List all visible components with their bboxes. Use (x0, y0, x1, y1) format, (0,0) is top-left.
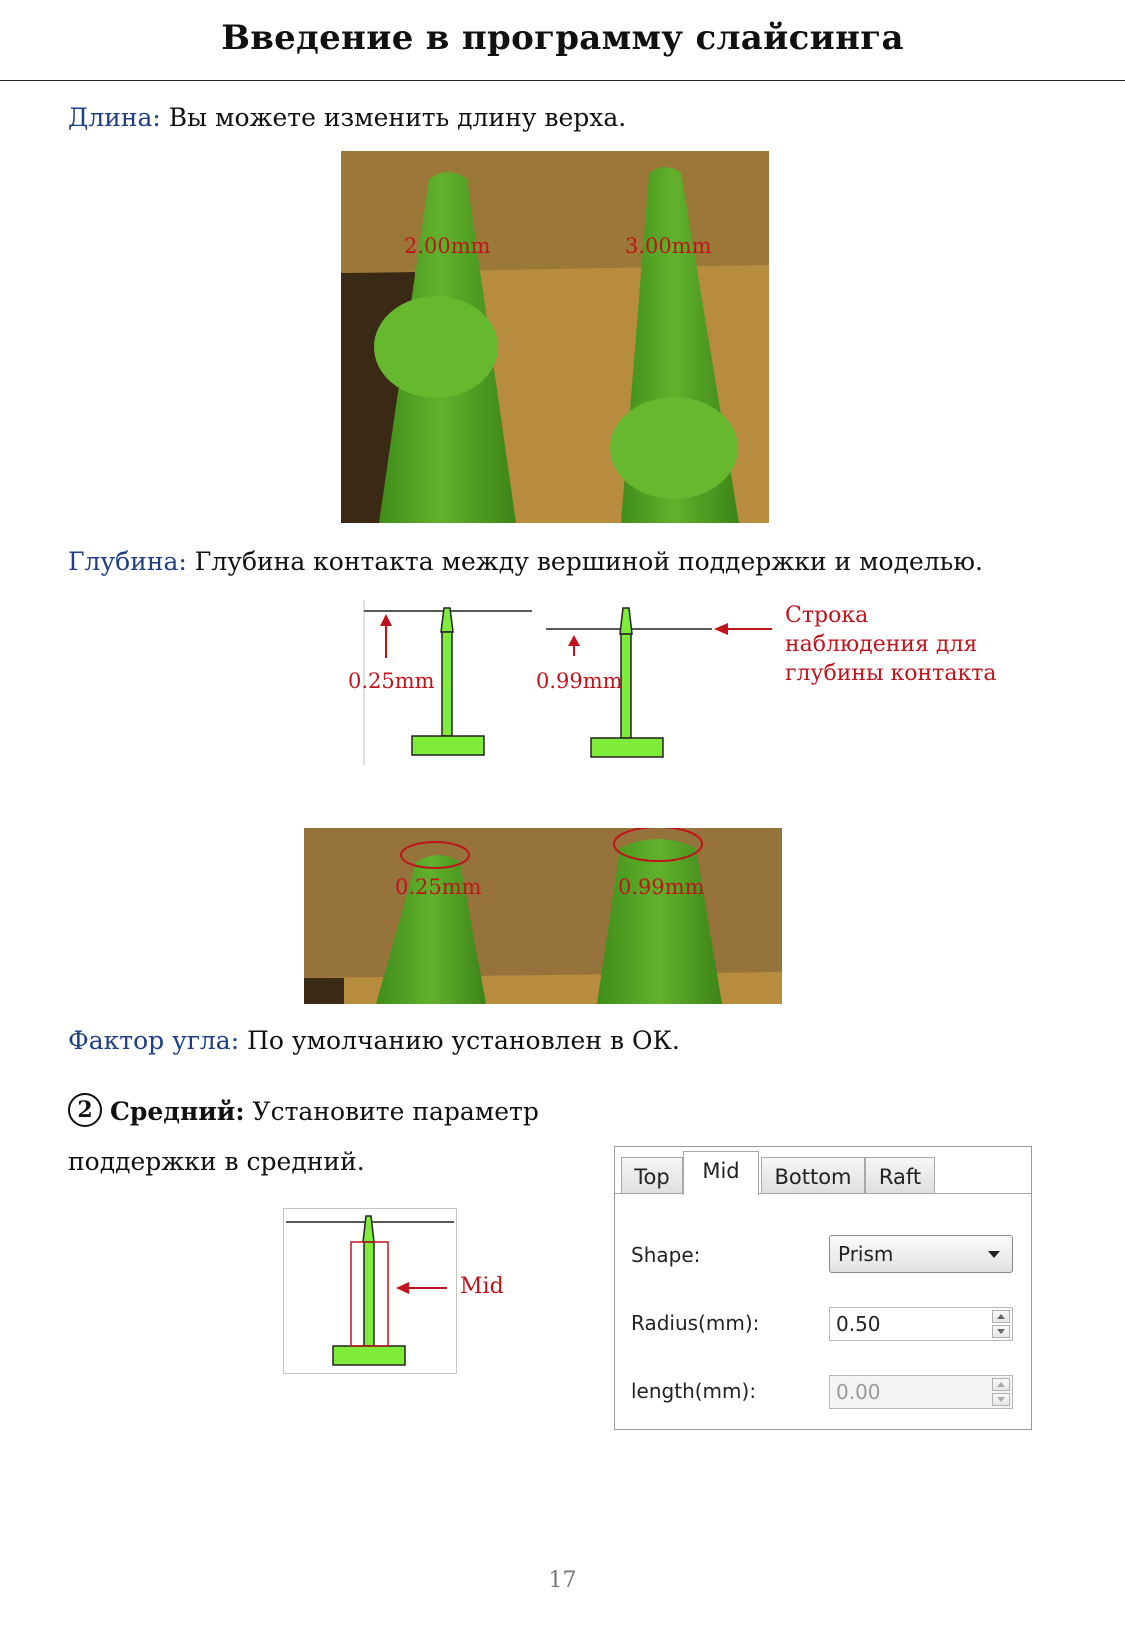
render-shadow (304, 978, 344, 1004)
tab-top[interactable]: Top (621, 1157, 683, 1193)
length-decrement-button (992, 1393, 1010, 1406)
mid-section-line-1: 2 Средний: Установите параметр (68, 1093, 539, 1129)
radius-decrement-button[interactable] (992, 1325, 1010, 1338)
length-render-svg: 2.00mm 3.00mm (341, 151, 769, 523)
mid-diagram-frame (283, 1208, 457, 1374)
depth-text: Глубина контакта между вершиной поддержк… (186, 547, 983, 576)
left-depth-arrowhead (380, 614, 392, 626)
left-length-label: 2.00mm (404, 234, 491, 258)
shape-select-value: Prism (838, 1242, 894, 1266)
observation-note-line-2: наблюдения для (785, 632, 978, 657)
shape-label: Shape: (631, 1243, 701, 1267)
right-depth-value: 0.99mm (536, 669, 623, 693)
angle-factor-label: Фактор угла: (68, 1026, 240, 1055)
mid-support-shaft (363, 1241, 375, 1347)
length-input: 0.00 (829, 1375, 1013, 1409)
header-divider (0, 80, 1125, 81)
right-support-tip (619, 607, 633, 635)
left-depth-photo-label: 0.25mm (395, 875, 482, 899)
left-support-tip (440, 607, 454, 633)
right-length-label: 3.00mm (625, 234, 712, 258)
mid-highlight-box (350, 1241, 389, 1347)
left-support-top-face (374, 296, 498, 398)
right-depth-photo-label: 0.99mm (618, 875, 705, 899)
mid-diagram-svg (286, 1215, 454, 1366)
observation-note-line-3: глубины контакта (785, 661, 997, 686)
mid-section-title: Средний: (110, 1097, 245, 1126)
length-spinner (992, 1378, 1010, 1406)
left-support-base (411, 735, 485, 756)
observation-pointer-arrowhead (714, 623, 728, 635)
right-contact-highlight-ellipse (613, 828, 703, 862)
left-contact-highlight-ellipse (400, 841, 470, 869)
mid-support-tip (362, 1215, 375, 1243)
length-increment-button (992, 1378, 1010, 1391)
right-depth-cone (597, 839, 722, 1004)
length-text: Вы можете изменить длину верха. (160, 103, 627, 132)
observation-note: Строка наблюдения для глубины контакта (785, 601, 997, 688)
radius-label: Radius(mm): (631, 1311, 760, 1335)
mid-pointer-label: Mid (460, 1274, 504, 1299)
angle-factor-paragraph: Фактор угла: По умолчанию установлен в О… (68, 1024, 680, 1058)
right-support-base (590, 737, 664, 758)
depth-render-svg: 0.25mm 0.99mm (304, 828, 782, 1004)
radius-spinner (992, 1310, 1010, 1338)
length-paragraph: Длина: Вы можете изменить длину верха. (68, 101, 626, 135)
left-support-shaft (441, 631, 453, 737)
section-number-badge: 2 (68, 1093, 102, 1127)
depth-label: Глубина: (68, 547, 187, 576)
page-title: Введение в программу слайсинга (221, 18, 904, 58)
depth-render-image: 0.25mm 0.99mm (304, 828, 782, 1004)
length-label-field: length(mm): (631, 1379, 757, 1403)
radius-value: 0.50 (836, 1312, 881, 1336)
mid-section-text-1: Установите параметр (244, 1097, 539, 1126)
radius-increment-button[interactable] (992, 1310, 1010, 1323)
observation-note-line-1: Строка (785, 603, 869, 628)
mid-support-base (332, 1345, 406, 1366)
page-number: 17 (548, 1568, 577, 1593)
mid-pointer-arrowhead (396, 1282, 409, 1294)
mid-pointer-arrow (396, 1282, 447, 1294)
left-depth-value: 0.25mm (348, 669, 435, 693)
tab-raft[interactable]: Raft (865, 1157, 935, 1193)
length-label: Длина: (68, 103, 161, 132)
right-support-top-face (610, 397, 738, 499)
radius-input[interactable]: 0.50 (829, 1307, 1013, 1341)
depth-diagram: 0.25mm 0.99mm (340, 600, 1040, 770)
mid-section-line-2: поддержки в средний. (68, 1147, 365, 1176)
left-depth-cone (376, 855, 486, 1004)
tab-bottom[interactable]: Bottom (761, 1157, 865, 1193)
angle-factor-text: По умолчанию установлен в ОК. (239, 1026, 680, 1055)
length-value: 0.00 (836, 1380, 881, 1404)
shape-select[interactable]: Prism (829, 1235, 1013, 1273)
depth-diagram-svg: 0.25mm 0.99mm (348, 600, 772, 765)
depth-paragraph: Глубина: Глубина контакта между вершиной… (68, 545, 983, 579)
tab-mid[interactable]: Mid (683, 1151, 759, 1195)
support-settings-panel: Top Mid Bottom Raft Shape: Prism Radius(… (614, 1146, 1032, 1430)
chevron-down-icon (988, 1251, 1000, 1258)
length-render-image: 2.00mm 3.00mm (341, 151, 769, 523)
tab-panel-border (615, 1193, 1031, 1194)
right-depth-arrowhead (568, 635, 580, 646)
